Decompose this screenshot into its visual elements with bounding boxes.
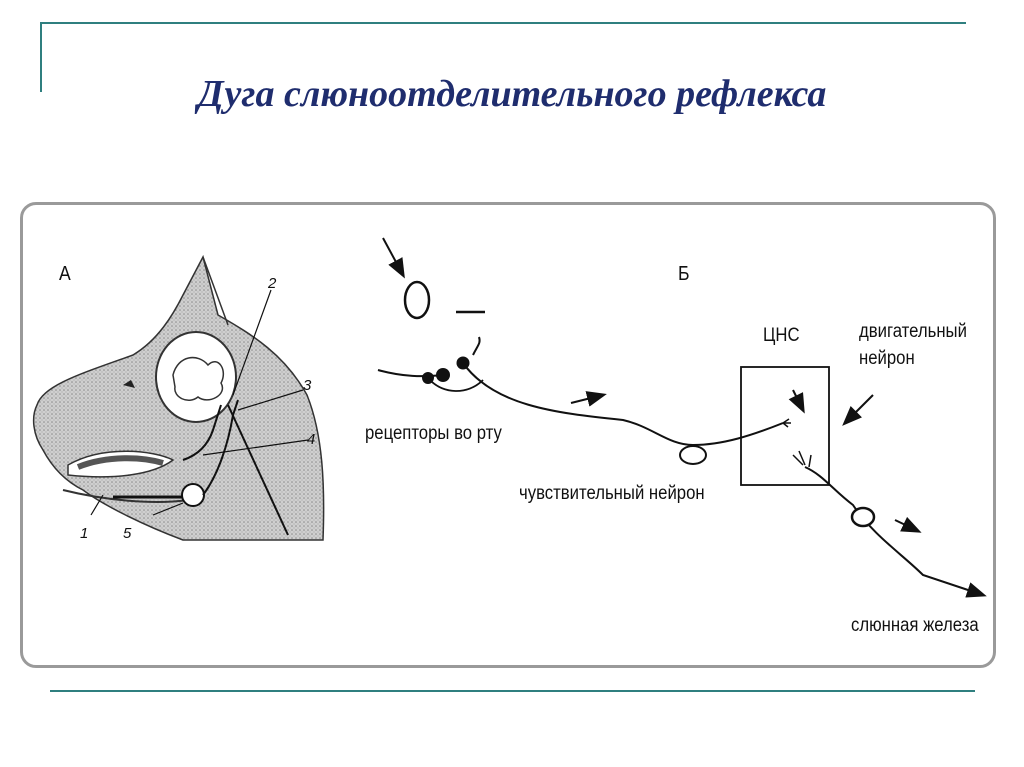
panel-b-letter: Б — [678, 263, 690, 285]
lower-jaw — [62, 489, 189, 503]
pointer-line-3 — [237, 389, 304, 411]
sensory-neuron-body — [679, 445, 707, 465]
ear-line — [202, 256, 229, 326]
nerve-path-1 — [182, 404, 222, 461]
marker-4: 4 — [307, 431, 316, 448]
pointer-line-5 — [152, 502, 184, 516]
motor-neuron-body — [850, 506, 876, 528]
stimulus-arrow — [382, 237, 405, 279]
marker-5: 5 — [123, 525, 132, 542]
receptor-branch — [472, 336, 481, 356]
pointer-line-2 — [232, 289, 272, 396]
motor-neuron-label-line1: двигательный — [859, 321, 967, 342]
pointer-line-4 — [202, 439, 309, 456]
salivary-gland-label: слюнная железа — [851, 615, 979, 636]
left-accent-line — [40, 22, 42, 92]
panel-a-letter: А — [59, 263, 71, 285]
tongue — [76, 455, 164, 470]
diagram-frame: А 1 2 3 4 5 Б рецепторы во рту чувствите… — [20, 202, 996, 668]
slide-title: Дуга слюноотделительного рефлекса — [197, 73, 827, 115]
stimulus-circle — [403, 280, 431, 320]
receptor-dot-2 — [436, 368, 450, 382]
motor-arrow — [894, 516, 922, 533]
pointer-line-main — [227, 404, 289, 536]
receptor-loop — [427, 377, 484, 392]
cns-arrow — [788, 389, 805, 414]
receptors-label: рецепторы во рту — [365, 423, 502, 444]
reflex-arc-schematic — [377, 237, 987, 598]
pointer-line-1 — [90, 494, 104, 516]
marker-2: 2 — [268, 275, 277, 292]
top-accent-line — [40, 22, 966, 24]
bottom-accent-line — [50, 690, 975, 692]
brain-convolutions — [172, 356, 225, 401]
motor-neuron-label-line2: нейрон — [859, 348, 915, 369]
marker-1: 1 — [80, 525, 89, 542]
sensory-terminal — [782, 418, 791, 428]
dog-head-illustration — [32, 254, 325, 541]
eye-mark — [123, 380, 135, 388]
salivary-gland-a — [181, 483, 205, 507]
sensory-neuron-label: чувствительный нейрон — [519, 483, 705, 504]
motor-fiber — [804, 466, 987, 598]
sensory-arrow — [570, 391, 607, 407]
cns-box — [740, 366, 830, 486]
marker-3: 3 — [303, 377, 312, 394]
sensory-fiber — [462, 362, 784, 447]
motor-pointer-arrow — [842, 394, 874, 426]
cns-label: ЦНС — [763, 325, 800, 346]
motor-dendrites — [792, 450, 812, 468]
reflex-arc-diagram — [32, 237, 987, 598]
